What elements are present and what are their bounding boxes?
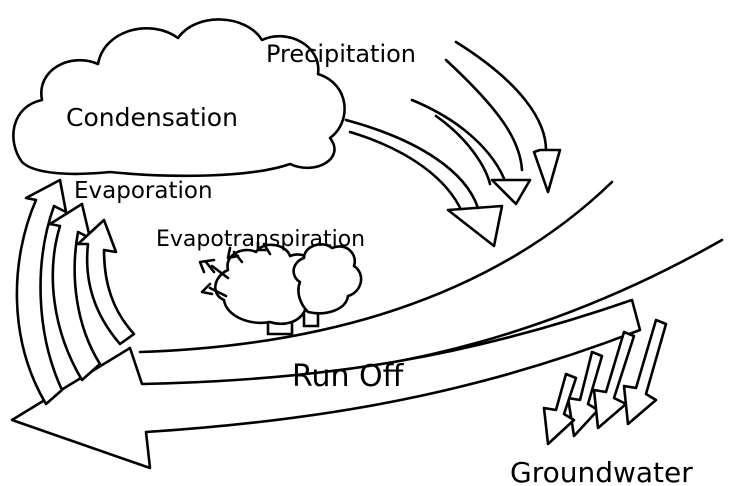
precipitation-label: Precipitation — [266, 40, 416, 68]
groundwater-label: Groundwater — [510, 456, 693, 486]
evapotranspiration-label: Evapotranspiration — [156, 227, 365, 252]
precipitation-arrows — [346, 42, 560, 246]
evaporation-label: Evaporation — [74, 178, 213, 204]
condensation-label: Condensation — [66, 103, 238, 132]
run-off-label: Run Off — [292, 359, 405, 394]
